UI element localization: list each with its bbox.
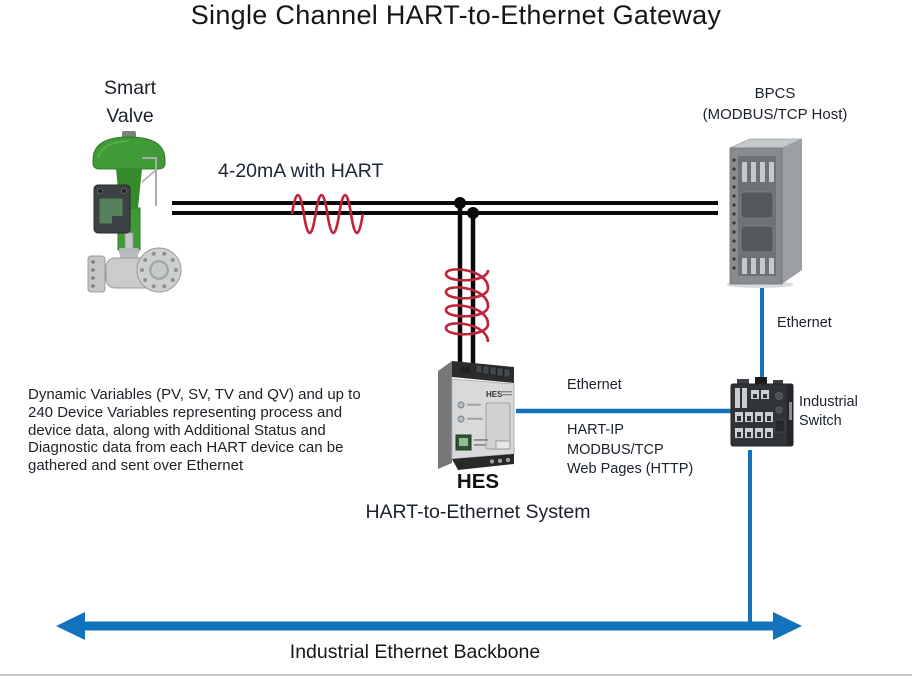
switch-knob-1 [775,392,783,400]
ethernet-label-hes: Ethernet [567,377,622,393]
bpcs-label: BPCS (MODBUS/TCP Host) [702,85,848,123]
note-line: Diagnostic data from each HART device ca… [28,439,344,457]
backbone-arrowhead-left [56,612,85,640]
valve-positioner [93,184,131,234]
bpcs-server-graphic [726,138,803,288]
hes-device-graphic: HES [438,361,515,470]
protocol-modbus-tcp: MODBUS/TCP [567,441,664,458]
protocol-web-pages: Web Pages (HTTP) [567,461,694,477]
valve-flange-disc [136,247,182,293]
hart-signal-label: 4-20mA with HART [218,160,384,182]
smart-valve-label: Smart Valve [103,77,156,127]
slide-bottom-rule [0,674,912,676]
industrial-switch-label: Industrial Switch [799,394,858,429]
switch-port-grid [735,388,773,438]
hart-coil [444,268,490,343]
hes-name-label: HES [456,470,500,493]
valve-bracket [141,157,157,206]
switch-module-slot [774,419,786,433]
junction-dot-2 [467,207,479,219]
valve-actuator-dome [92,131,166,170]
server-led-column [732,158,736,270]
protocol-list: HART-IP MODBUS/TCP Web Pages (HTTP) [567,421,693,480]
server-drive-bay-2 [740,225,774,253]
switch-top-bump [737,379,749,384]
server-drive-bay-1 [740,191,774,219]
hes-brand-text: HES [486,390,503,399]
server-side-face [782,139,802,284]
hes-subtitle-label: HART-to-Ethernet System [365,501,591,523]
note-line: device data, along with Additional Statu… [28,421,326,439]
protocol-hart-ip: HART-IP [567,422,624,438]
hes-ethernet-port [455,434,472,451]
hes-led-channel [457,415,465,423]
hes-top-terminals [452,361,514,383]
page-title: Single Channel HART-to-Ethernet Gateway [190,0,722,30]
hes-side-face [438,361,452,469]
hes-led-ready [457,401,465,409]
backbone-arrow [56,612,802,640]
hart-sine-wave [290,193,365,235]
note-line: 240 Device Variables representing proces… [28,403,343,421]
junction-dot-1 [454,197,466,209]
server-front-panel [729,147,783,285]
note-line: gathered and sent over Ethernet [28,457,244,475]
ethernet-label-bpcs: Ethernet [777,315,832,331]
hes-front-panel: HES [451,378,515,460]
smart-valve-graphic [87,131,182,293]
description-note: Dynamic Variables (PV, SV, TV and QV) an… [28,386,361,475]
industrial-switch-graphic [730,377,794,447]
backbone-label: Industrial Ethernet Backbone [289,641,541,663]
switch-top-bump-2 [773,380,783,384]
switch-top-module [755,377,767,384]
hes-logo-plate [495,440,511,450]
switch-knob-2 [775,406,783,414]
hes-bottom-terminals [452,454,514,470]
note-line: Dynamic Variables (PV, SV, TV and QV) an… [28,386,361,403]
backbone-arrowhead-right [773,612,802,640]
valve-body [87,247,182,293]
